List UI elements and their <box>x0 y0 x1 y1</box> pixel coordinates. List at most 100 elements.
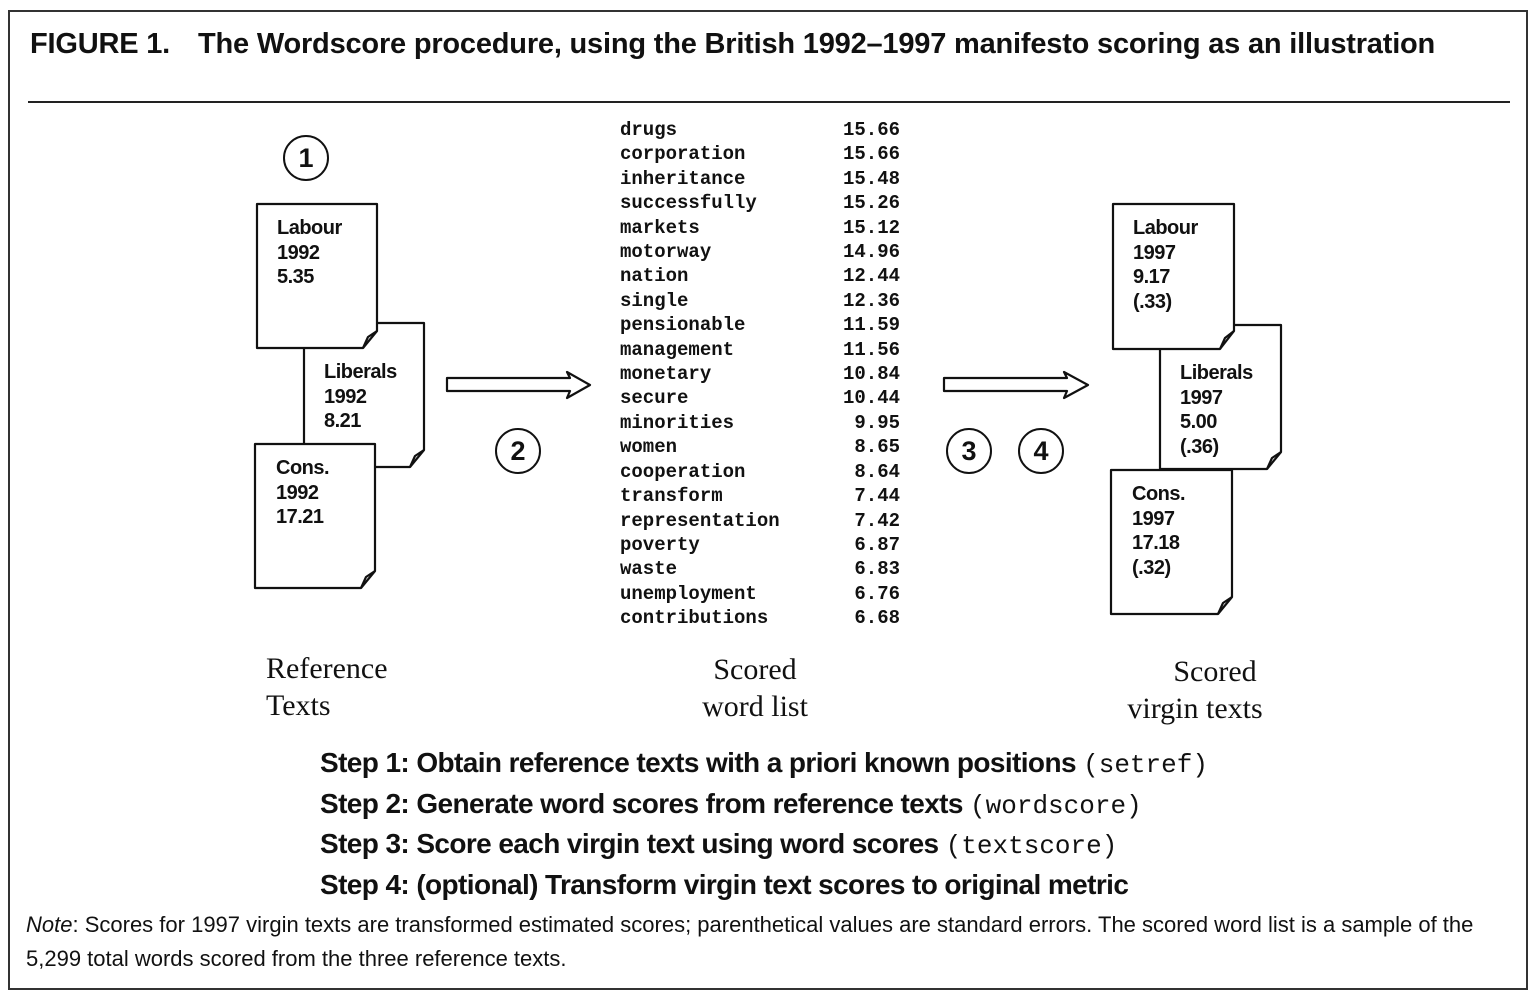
word-score: 7.44 <box>854 485 900 508</box>
caption-line: Scored <box>713 653 797 686</box>
step-marker-3: 3 <box>946 428 992 474</box>
word-row: monetary 10.84 <box>620 362 900 386</box>
caption-line: word list <box>702 690 808 723</box>
word: monetary <box>620 363 712 386</box>
caption-line: Reference <box>266 652 388 685</box>
word-score: 6.87 <box>854 533 900 556</box>
figure-title: FIGURE 1.The Wordscore procedure, using … <box>30 28 1490 60</box>
word-score: 6.68 <box>854 607 900 630</box>
virgin-party: Liberals <box>1180 362 1253 384</box>
word-row: poverty 6.87 <box>620 533 900 557</box>
steps-list: Step 1: Obtain reference texts with a pr… <box>320 744 1208 906</box>
virgin-doc-cons <box>1109 468 1234 616</box>
step-marker-1: 1 <box>283 135 329 181</box>
virgin-year: 1997 <box>1132 507 1175 530</box>
step-4: Step 4: (optional) Transform virgin text… <box>320 866 1208 907</box>
note-text: : Scores for 1997 virgin texts are trans… <box>26 912 1474 971</box>
word-row: markets 15.12 <box>620 216 900 240</box>
word-row: drugs 15.66 <box>620 118 900 142</box>
note-label: Note <box>26 912 73 937</box>
title-rule <box>28 101 1510 103</box>
word-row: transform 7.44 <box>620 484 900 508</box>
virgin-score: 5.00 <box>1180 411 1217 433</box>
step-command: (textscore) <box>945 831 1118 861</box>
word: transform <box>620 485 723 508</box>
step-text: Step 2: Generate word scores from refere… <box>320 787 971 819</box>
step-command: (setref) <box>1083 750 1208 780</box>
caption-reference-texts: Reference Texts <box>266 650 388 724</box>
word-row: minorities 9.95 <box>620 411 900 435</box>
virgin-year: 1997 <box>1133 241 1176 264</box>
caption-scored-word-list: Scored word list <box>680 651 830 725</box>
step-text: Step 3: Score each virgin text using wor… <box>320 828 946 859</box>
ref-doc-cons <box>253 442 377 590</box>
ref-text-labour: Labour 1992 5.35 <box>277 216 342 290</box>
ref-party: Cons. <box>276 457 330 479</box>
word-score: 6.76 <box>854 582 900 605</box>
word-score: 15.12 <box>842 216 900 239</box>
word: markets <box>620 216 700 239</box>
word: corporation <box>620 143 746 166</box>
word-row: successfully 15.26 <box>620 191 900 215</box>
word: inheritance <box>620 167 746 190</box>
arrow-step2 <box>445 370 592 400</box>
word-score: 10.84 <box>842 363 900 386</box>
ref-year: 1992 <box>324 385 367 408</box>
step-marker-4: 4 <box>1018 428 1064 474</box>
word-score: 11.59 <box>842 314 900 337</box>
word: management <box>620 338 735 361</box>
ref-year: 1992 <box>276 481 319 504</box>
virgin-party: Labour <box>1133 217 1198 239</box>
word-score: 12.36 <box>842 289 900 312</box>
caption-line: Scored <box>1173 655 1257 688</box>
ref-text-liberals: Liberals 1992 8.21 <box>324 360 397 434</box>
step-3: Step 3: Score each virgin text using wor… <box>320 825 1208 866</box>
step-command: (wordscore) <box>970 790 1142 821</box>
word: successfully <box>620 192 757 215</box>
word-score: 11.56 <box>842 338 900 361</box>
word-score: 7.42 <box>854 509 900 532</box>
ref-party: Liberals <box>324 361 397 383</box>
word-score: 14.96 <box>842 241 900 264</box>
word-score: 9.95 <box>854 411 900 434</box>
step-2: Step 2: Generate word scores from refere… <box>320 785 1208 826</box>
word: women <box>620 436 678 459</box>
word: drugs <box>620 119 678 141</box>
virgin-se: (.36) <box>1180 435 1219 458</box>
step-text: Step 4: (optional) Transform virgin text… <box>320 868 1129 900</box>
virgin-party: Cons. <box>1132 483 1186 505</box>
caption-scored-virgin-texts: Scored virgin texts <box>1105 653 1285 727</box>
virgin-se: (.33) <box>1133 290 1172 313</box>
word: waste <box>620 558 678 581</box>
virgin-text-labour: Labour 1997 9.17 (.33) <box>1133 216 1198 314</box>
word-score: 10.44 <box>842 387 900 410</box>
word-score: 15.26 <box>842 192 900 215</box>
word: pensionable <box>620 314 746 337</box>
word: poverty <box>620 533 700 556</box>
virgin-score: 17.18 <box>1132 532 1180 554</box>
arrow-step3-4 <box>942 370 1090 400</box>
ref-party: Labour <box>277 217 342 239</box>
word-score: 6.83 <box>854 558 900 581</box>
ref-doc-labour <box>255 202 379 350</box>
ref-text-cons: Cons. 1992 17.21 <box>276 456 330 530</box>
caption-line: virgin texts <box>1127 692 1263 725</box>
word-row: motorway 14.96 <box>620 240 900 264</box>
word: motorway <box>620 241 712 264</box>
virgin-text-cons: Cons. 1997 17.18 (.32) <box>1132 482 1186 580</box>
virgin-doc-liberals <box>1158 323 1283 471</box>
virgin-se: (.32) <box>1132 556 1171 579</box>
word: contributions <box>620 607 769 630</box>
word-score: 15.66 <box>842 119 900 141</box>
virgin-doc-labour <box>1111 202 1236 351</box>
word-row: pensionable 11.59 <box>620 313 900 337</box>
word: minorities <box>620 411 735 434</box>
word-score: 8.64 <box>854 460 900 483</box>
ref-year: 1992 <box>277 241 320 264</box>
virgin-year: 1997 <box>1180 386 1223 409</box>
